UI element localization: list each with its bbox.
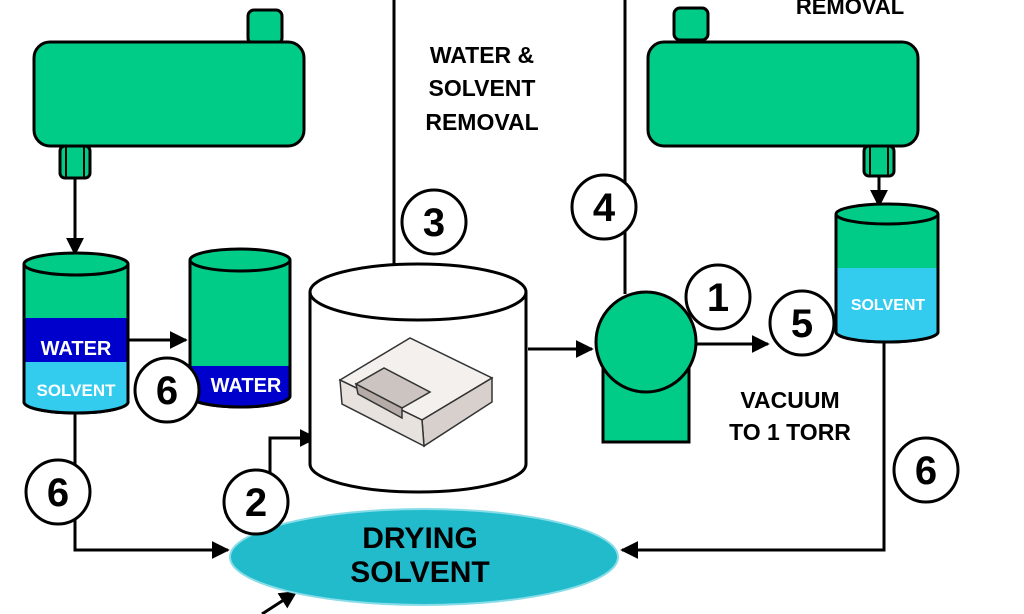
svg-text:6: 6 xyxy=(915,449,937,493)
water-solvent-removal-line2: SOLVENT xyxy=(429,75,536,101)
vacuum-pump xyxy=(594,290,698,444)
top-right-removal-label: REMOVAL xyxy=(796,0,904,19)
step-badge-6-left-tank: 6 xyxy=(133,356,201,424)
step-badge-5: 5 xyxy=(768,289,836,357)
svg-text:6: 6 xyxy=(156,369,178,413)
water-solvent-removal-line3: REMOVAL xyxy=(425,109,538,135)
step-badge-6-right: 6 xyxy=(892,436,960,504)
drying-chamber xyxy=(308,262,528,494)
right-solvent-tank: SOLVENT xyxy=(834,202,940,344)
right-tank-solvent-label: SOLVENT xyxy=(851,297,926,314)
left-separator-tank: WATER SOLVENT xyxy=(22,251,130,415)
left-condenser xyxy=(32,8,306,180)
right-condenser xyxy=(646,6,920,178)
step-badge-4: 4 xyxy=(570,173,638,241)
drying-solvent-line1: DRYING xyxy=(362,522,478,555)
step-badge-6-left-line: 6 xyxy=(24,458,92,526)
mid-tank-water-label: WATER xyxy=(211,375,282,397)
flow-lines xyxy=(66,0,888,614)
vacuum-label-line2: TO 1 TORR xyxy=(729,419,851,445)
svg-text:1: 1 xyxy=(707,276,729,320)
left-tank-solvent-label: SOLVENT xyxy=(36,381,116,400)
arrow-left-tank-to-drying xyxy=(73,414,230,559)
svg-text:6: 6 xyxy=(47,471,69,515)
step-badge-1: 1 xyxy=(684,263,752,331)
middle-water-tank: WATER xyxy=(188,247,292,409)
water-solvent-removal-line1: WATER & xyxy=(430,42,534,68)
step-badge-2: 2 xyxy=(222,468,290,536)
drying-solvent-line2: SOLVENT xyxy=(350,556,489,589)
workpiece-icon xyxy=(338,337,494,448)
svg-text:5: 5 xyxy=(791,302,813,346)
svg-text:3: 3 xyxy=(423,201,445,245)
vacuum-label-line1: VACUUM xyxy=(740,387,839,413)
arrow-bottom-inlet xyxy=(261,590,298,614)
step-badge-3: 3 xyxy=(400,188,468,256)
left-tank-water-label: WATER xyxy=(41,338,112,360)
svg-text:2: 2 xyxy=(245,481,267,525)
svg-text:4: 4 xyxy=(593,186,616,230)
arrow-right-tank-to-drying xyxy=(620,340,886,559)
drying-solvent-reservoir: DRYING SOLVENT xyxy=(229,508,619,606)
